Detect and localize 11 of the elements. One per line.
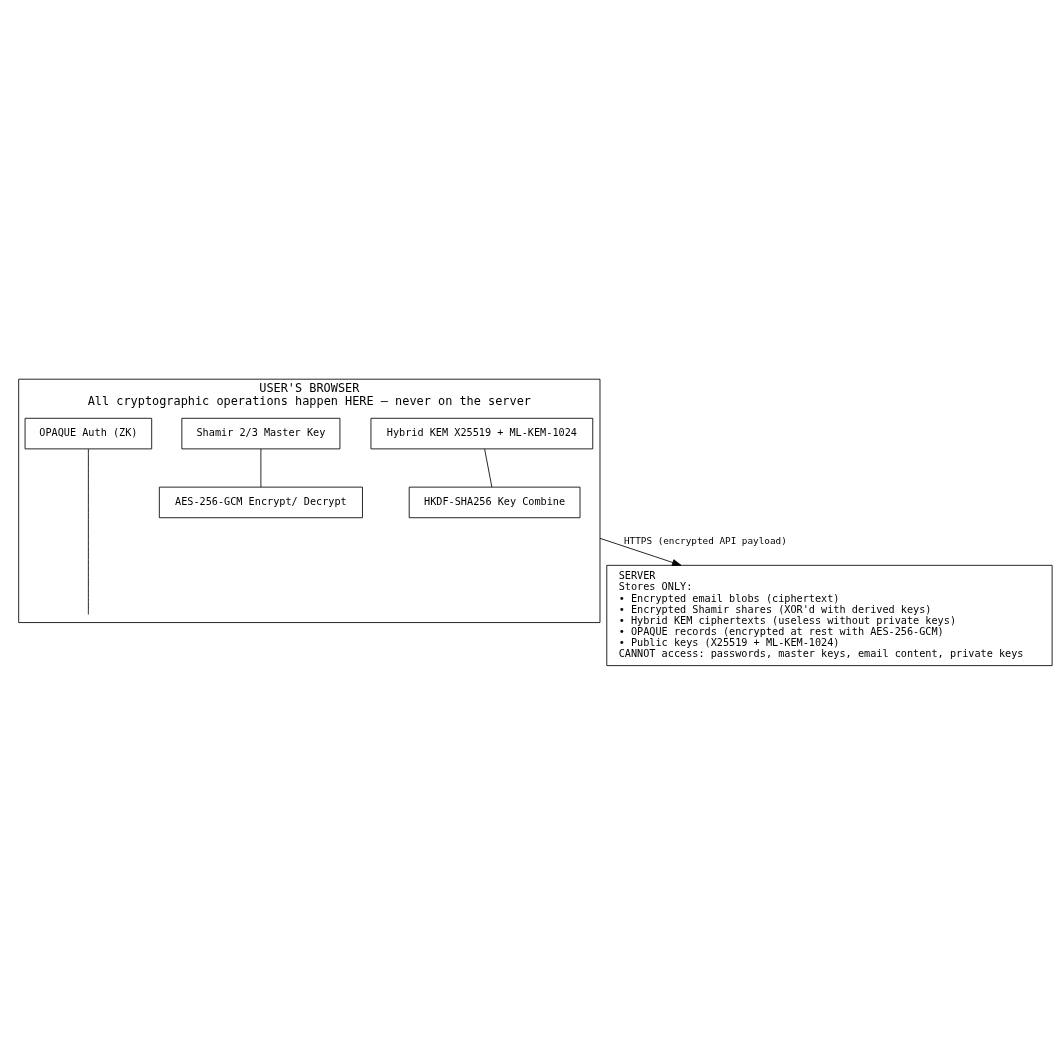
- connector: [484, 448, 493, 488]
- node-box: OPAQUE Auth (ZK): [24, 417, 153, 450]
- edge-label: HTTPS (encrypted API payload): [623, 534, 787, 546]
- arrow: [599, 537, 682, 566]
- node-box: Shamir 2/3 Master Key: [181, 417, 341, 450]
- connector: [87, 448, 89, 615]
- node-box: SERVER Stores ONLY: • Encrypted email blobs (ciphertext) • Encrypted Shamir shares (XOR'd with derived keys) • Hybrid KEM ciphertexts (useless without private keys) • OPAQUE records (encrypted at rest with AES-256-GCM) • Public keys (X25519 + ML-KEM-1024) CANNOT access: passwords, master keys, email content, private keys: [606, 564, 1053, 667]
- connector: [260, 448, 262, 488]
- node-box: HKDF-SHA256 Key Combine: [408, 486, 581, 519]
- node-box: Hybrid KEM X25519 + ML-KEM-1024: [370, 417, 594, 450]
- node-box: AES-256-GCM Encrypt/ Decrypt: [158, 486, 363, 519]
